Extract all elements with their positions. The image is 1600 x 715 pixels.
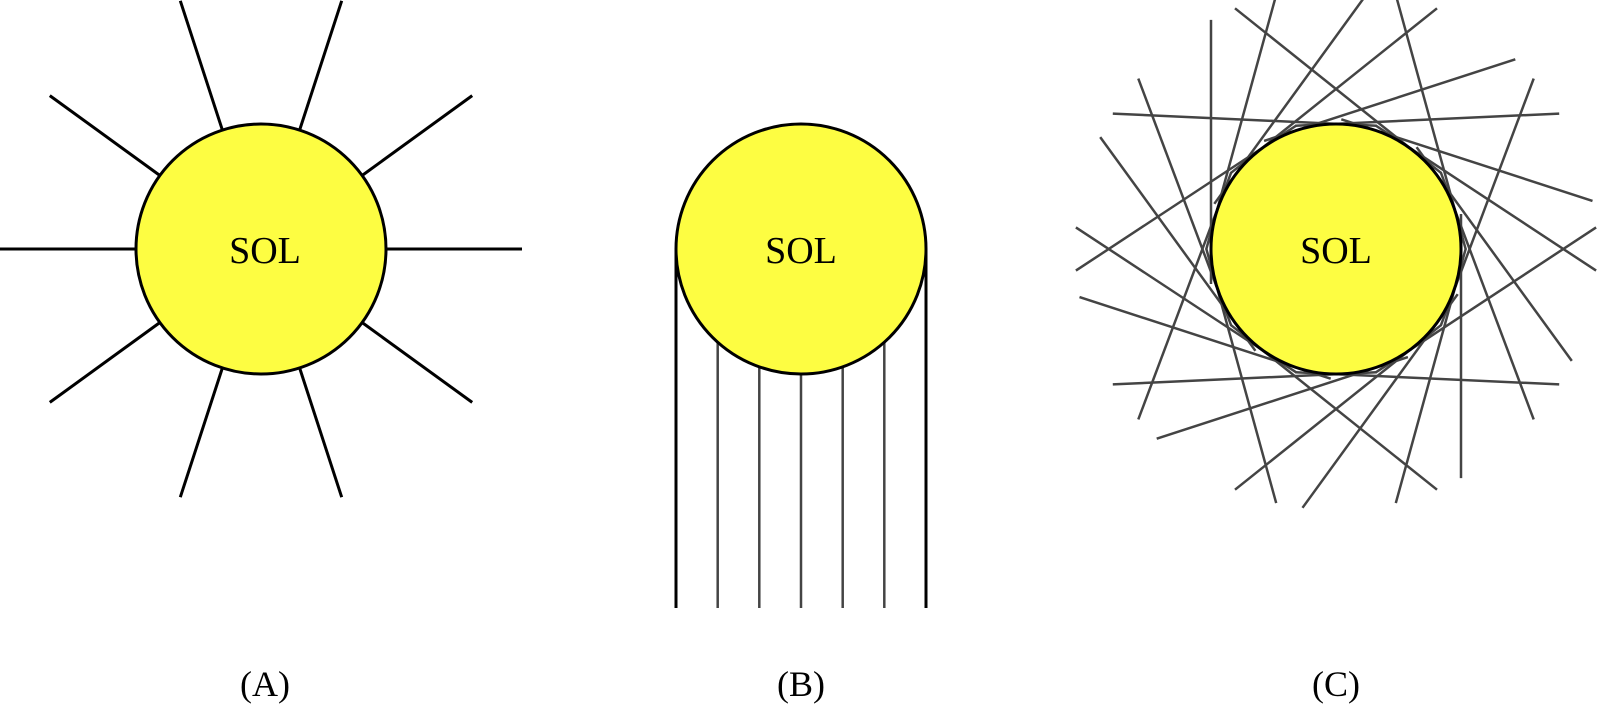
panel-b: SOL (B) <box>674 122 928 704</box>
ray <box>361 94 474 177</box>
sun-a <box>134 122 388 376</box>
rays-parallel <box>674 249 928 608</box>
ray <box>361 321 474 404</box>
panel-c: SOL (C) <box>1075 0 1597 704</box>
sun-label-c: SOL <box>1300 230 1372 272</box>
rays-tangential <box>1075 0 1597 509</box>
ray <box>178 367 224 498</box>
panel-caption-c: (C) <box>1312 664 1360 704</box>
panel-caption-b: (B) <box>777 664 825 704</box>
panel-a: SOL (A) <box>0 0 522 704</box>
ray <box>298 367 344 498</box>
panel-caption-a: (A) <box>240 664 290 704</box>
sun-b <box>674 122 928 376</box>
sun-c <box>1209 122 1463 376</box>
sun-label-b: SOL <box>765 230 837 272</box>
sun-label-a: SOL <box>229 230 301 272</box>
ray <box>48 94 161 177</box>
rays-radial <box>0 0 522 498</box>
ray <box>178 0 224 131</box>
ray <box>48 321 161 404</box>
ray <box>298 0 344 131</box>
